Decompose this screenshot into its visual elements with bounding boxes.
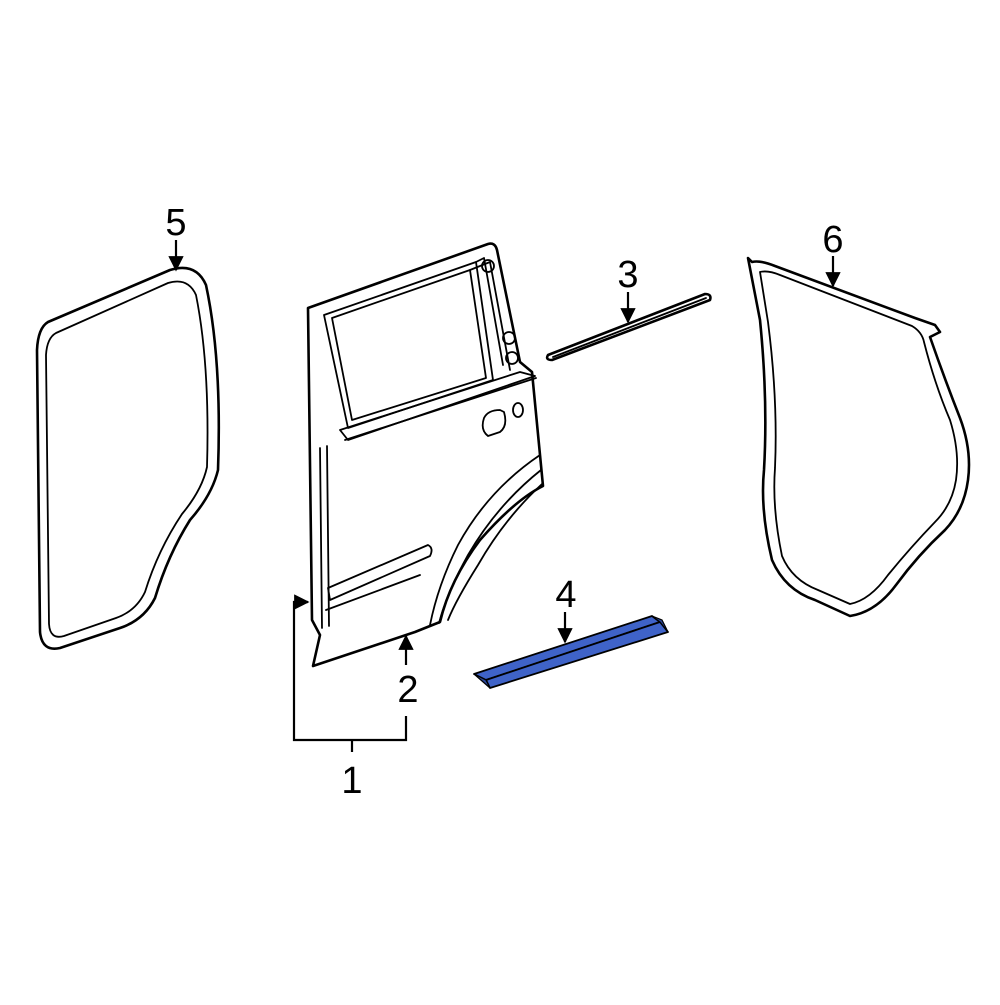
- callout-label-5: 5: [165, 202, 186, 244]
- belt-molding[interactable]: [545, 292, 712, 362]
- callout-label-6: 6: [822, 219, 843, 261]
- weatherstrip-seal-right[interactable]: [746, 256, 971, 618]
- rear-door-assembly[interactable]: [306, 242, 545, 668]
- weatherstrip-seal-left[interactable]: [35, 266, 221, 650]
- leader-lines: [168, 240, 841, 752]
- callout-label-3: 3: [617, 254, 638, 296]
- callout-label-2: 2: [397, 669, 418, 711]
- callout-labels: 5 6 3 4 2 1: [165, 202, 843, 802]
- lower-door-molding[interactable]: [473, 615, 669, 689]
- callout-label-4: 4: [555, 574, 576, 616]
- callout-label-1: 1: [341, 760, 362, 802]
